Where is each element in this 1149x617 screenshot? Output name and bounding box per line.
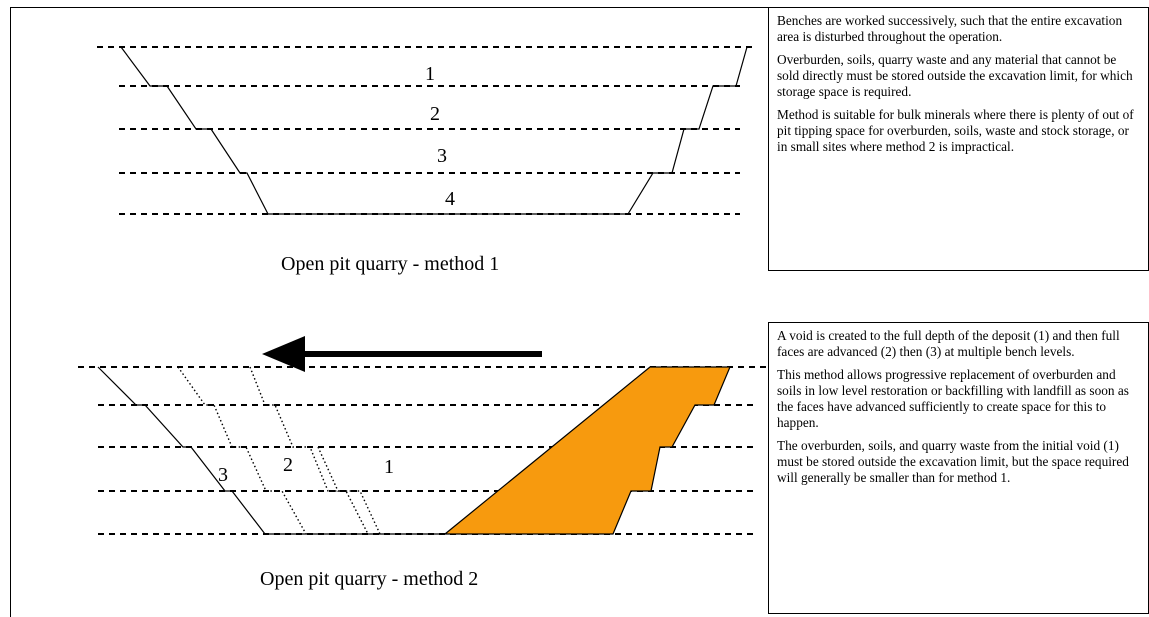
- description-paragraph: Benches are worked successively, such th…: [777, 13, 1123, 44]
- description-paragraph: Method is suitable for bulk minerals whe…: [777, 107, 1134, 154]
- frame-left-border: [10, 7, 11, 617]
- description-paragraph: The overburden, soils, and quarry waste …: [777, 438, 1129, 485]
- pit-wall-left: [120, 46, 269, 215]
- method1-caption: Open pit quarry - method 1: [281, 253, 500, 275]
- stage-label: 2: [283, 454, 293, 476]
- face-position-initial: [317, 446, 381, 535]
- face-position-1: [249, 366, 369, 535]
- face-position-2: [177, 366, 307, 535]
- method2-diagram: 3 2 1: [78, 336, 767, 535]
- advance-direction-arrow: [262, 336, 542, 372]
- bench-label: 3: [437, 145, 447, 167]
- bench-label: 2: [430, 103, 440, 125]
- pit-wall-left: [97, 366, 266, 535]
- stage-label: 3: [218, 464, 228, 486]
- bench-label: 4: [445, 188, 455, 210]
- description-paragraph: This method allows progressive replaceme…: [777, 367, 1129, 430]
- frame-top-border: [10, 7, 1149, 8]
- method1-diagram: 1 2 3 4: [97, 46, 752, 215]
- method1-description-box: Benches are worked successively, such th…: [768, 7, 1149, 271]
- description-paragraph: Overburden, soils, quarry waste and any …: [777, 52, 1133, 99]
- description-paragraph: A void is created to the full depth of t…: [777, 328, 1120, 359]
- bench-label: 1: [425, 63, 435, 85]
- backfill-area: [443, 366, 731, 535]
- stage-label: 1: [384, 456, 394, 478]
- pit-wall-right: [627, 46, 748, 215]
- method2-caption: Open pit quarry - method 2: [260, 568, 479, 590]
- method2-description-box: A void is created to the full depth of t…: [768, 322, 1149, 614]
